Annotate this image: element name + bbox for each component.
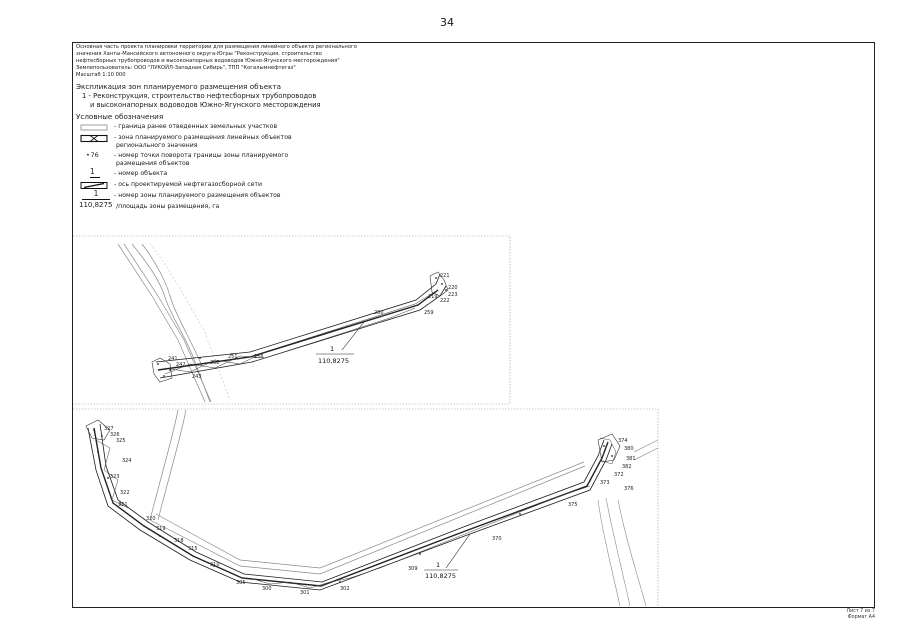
point-label: 326 bbox=[110, 432, 120, 438]
point-label: 302 bbox=[340, 586, 350, 592]
zone-number-label: 1 bbox=[436, 561, 440, 569]
sheet-format: Формат А4 bbox=[847, 615, 875, 620]
point-label: 319 bbox=[156, 526, 166, 532]
legend-row-parcel-border: - граница ранее отведенных земельных уча… bbox=[76, 122, 456, 133]
point-number-symbol: • 76 bbox=[86, 151, 99, 159]
point-label: 370 bbox=[492, 536, 502, 542]
point-label: 323 bbox=[110, 474, 120, 480]
zone-border-symbol bbox=[80, 134, 108, 143]
legend-text: - номер точки поворота границы зоны план… bbox=[114, 152, 289, 159]
point-label: 381 bbox=[626, 456, 636, 462]
point-label: 324 bbox=[122, 458, 132, 464]
point-label: 300 bbox=[262, 586, 272, 592]
header-line: значения Ханты-Мансийского автономного о… bbox=[76, 51, 322, 57]
header-line: Землепользователь: ООО "ЛУКОЙЛ-Западная … bbox=[76, 65, 296, 71]
point-label: 376 bbox=[624, 486, 634, 492]
pipeline-axis-symbol bbox=[80, 182, 108, 189]
legend-text: - ось проектируемой нефтегазосборной сет… bbox=[114, 181, 263, 188]
legend-row-zone-border: - зона планируемого размещения линейных … bbox=[76, 133, 456, 151]
zone-area-label: 110,8275 bbox=[318, 357, 349, 365]
point-label: 220 bbox=[448, 285, 458, 291]
upper-map-panel: 221 220 223 222 219 259 256 241 242 243 … bbox=[117, 243, 458, 403]
legend-title: Условные обозначения bbox=[76, 112, 164, 121]
point-label: 380 bbox=[624, 446, 634, 452]
zone-area-label: 110,8275 bbox=[425, 572, 456, 580]
point-label: 321 bbox=[118, 502, 128, 508]
zone-number-symbol: 1 bbox=[82, 190, 110, 200]
header-line: Масштаб 1:10 000 bbox=[76, 72, 126, 78]
point-label: 327 bbox=[104, 426, 114, 432]
point-label: 373 bbox=[600, 480, 610, 486]
zone-area-symbol: 110,8275 bbox=[79, 201, 113, 209]
explication-item: и высоконапорных водоводов Южно-Ягунског… bbox=[90, 100, 321, 109]
point-label: 315 bbox=[188, 546, 198, 552]
point-label: 221 bbox=[440, 273, 450, 279]
point-label: 320 bbox=[146, 516, 156, 522]
legend-text: - номер зоны планируемого размещения объ… bbox=[114, 192, 281, 199]
legend-row-zone-number: 1 - номер зоны планируемого размещения о… bbox=[76, 190, 456, 202]
page-number: 34 bbox=[440, 16, 454, 29]
legend-text: - зона планируемого размещения линейных … bbox=[114, 134, 292, 141]
drawing-frame bbox=[72, 42, 875, 608]
point-label: 305 bbox=[236, 580, 246, 586]
point-label: 256 bbox=[254, 354, 264, 360]
point-label: 242 bbox=[176, 362, 186, 368]
point-label: 223 bbox=[448, 292, 458, 298]
zone-number-label: 1 bbox=[330, 345, 334, 353]
point-label: 222 bbox=[440, 298, 450, 304]
point-label: 382 bbox=[622, 464, 632, 470]
legend-row-object-number: 1 - номер объекта bbox=[76, 168, 456, 180]
header-line: Основная часть проекта планировки террит… bbox=[76, 44, 357, 50]
point-number-sample: 76 bbox=[90, 151, 99, 159]
sheet-number: Лист 7 из 7 bbox=[846, 609, 875, 614]
point-label: 219 bbox=[428, 294, 438, 300]
point-label: 322 bbox=[120, 490, 130, 496]
object-number-symbol: 1 bbox=[90, 168, 100, 178]
point-label: 251 bbox=[228, 354, 238, 360]
point-label: 259 bbox=[424, 310, 434, 316]
point-label: 250 bbox=[210, 360, 220, 366]
legend-text: - граница ранее отведенных земельных уча… bbox=[114, 123, 278, 130]
sheet-info: Лист 7 из 7 Формат А4 bbox=[846, 609, 875, 621]
legend-row-point-number: • 76 - номер точки поворота границы зоны… bbox=[76, 151, 456, 169]
legend-text: /площадь зоны размещения, га bbox=[116, 203, 220, 210]
parcel-border-symbol bbox=[80, 124, 108, 131]
point-label: 301 bbox=[300, 590, 310, 596]
point-label: 309 bbox=[408, 566, 418, 572]
legend-row-zone-area: 110,8275 /площадь зоны размещения, га bbox=[76, 201, 456, 213]
legend-text: регионального значения bbox=[116, 142, 198, 149]
point-label: 310 bbox=[210, 562, 220, 568]
point-label: 318 bbox=[174, 538, 184, 544]
header-line: нефтесборных трубопроводов и высоконапор… bbox=[76, 58, 340, 64]
legend-text: - номер объекта bbox=[114, 170, 168, 177]
point-label: 372 bbox=[614, 472, 624, 478]
panel-borders bbox=[73, 235, 659, 606]
point-label: 374 bbox=[618, 438, 628, 444]
point-label: 243 bbox=[192, 374, 202, 380]
point-label: 241 bbox=[168, 356, 178, 362]
point-label: 375 bbox=[568, 502, 578, 508]
legend-row-pipeline-axis: - ось проектируемой нефтегазосборной сет… bbox=[76, 180, 456, 191]
point-label: 325 bbox=[116, 438, 126, 444]
explication-item: 1 - Реконструкция, строительство нефтесб… bbox=[82, 92, 317, 100]
explication-title: Экспликация зон планируемого размещения … bbox=[76, 82, 282, 91]
map-notes: Основная часть проекта планировки террит… bbox=[76, 44, 456, 213]
lower-map-panel: 327 326 325 324 323 322 321 320 319 318 … bbox=[85, 409, 659, 607]
legend-text: размещения объектов bbox=[116, 160, 190, 167]
point-label: 260 bbox=[374, 310, 384, 316]
